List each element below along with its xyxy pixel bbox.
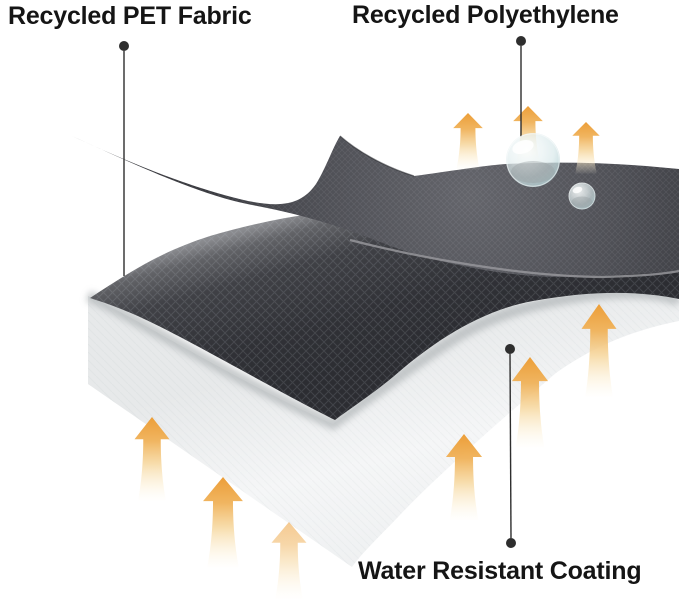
connector-line-coating <box>509 353 512 539</box>
connector-dot-polyethylene <box>516 36 526 46</box>
breath-arrow-bl-2 <box>203 477 243 568</box>
water-droplet-small <box>568 182 596 210</box>
sheet-underside-highlight <box>349 238 679 279</box>
label-water-resistant-coating: Water Resistant Coating <box>358 557 642 585</box>
fold-crease <box>339 135 415 177</box>
breath-arrow-bl-3 <box>271 522 307 600</box>
connector-dot-coating-top <box>505 344 515 354</box>
coating-shadow-edge <box>85 287 679 431</box>
label-recycled-pet-fabric: Recycled PET Fabric <box>8 2 252 30</box>
breath-arrow-top-1 <box>453 113 483 170</box>
connector-dot-pet <box>119 41 129 51</box>
water-droplet-large <box>506 133 560 187</box>
connector-dot-coating-bottom <box>506 538 516 548</box>
label-connectors <box>119 36 526 548</box>
label-recycled-polyethylene: Recycled Polyethylene <box>352 1 619 29</box>
